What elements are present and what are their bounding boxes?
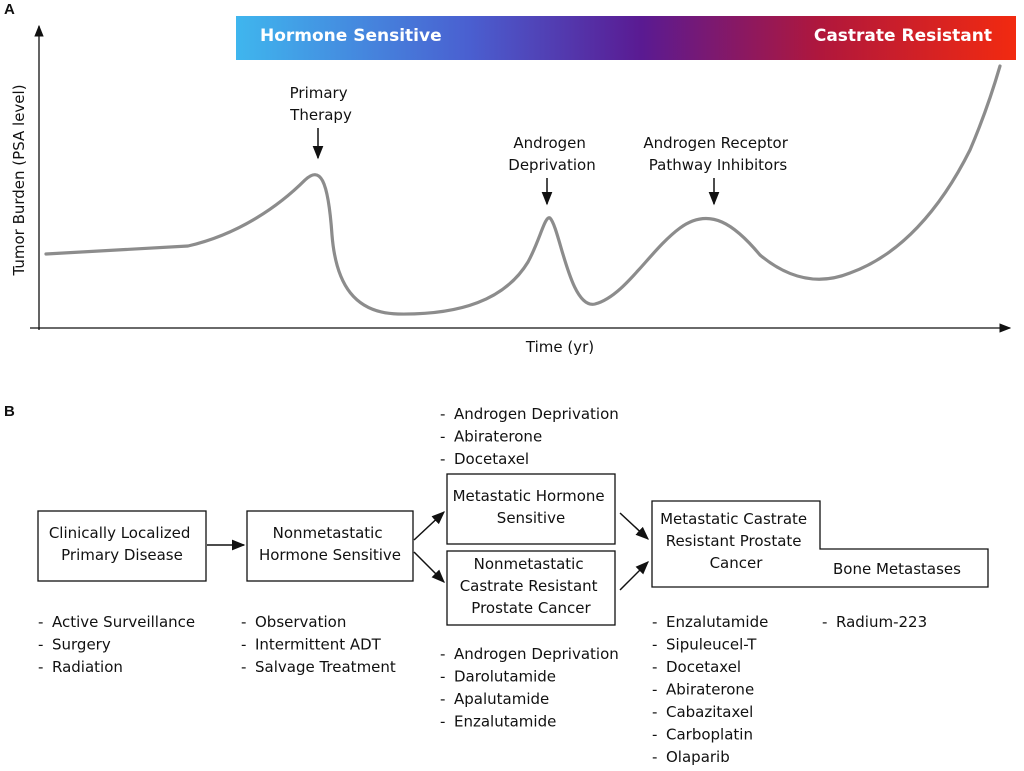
treatment-item: Observation [255, 613, 346, 631]
list-bullet: - [38, 658, 43, 676]
annotation-androgen-deprivation: Androgen Deprivation [508, 134, 595, 174]
list-bullet: - [652, 703, 657, 721]
treatment-list-localized: -Active Surveillance-Surgery-Radiation [38, 613, 195, 676]
list-bullet: - [440, 690, 445, 708]
list-bullet: - [241, 658, 246, 676]
box-line: Prostate Cancer [471, 599, 591, 617]
band-label-castrate-resistant: Castrate Resistant [814, 26, 992, 46]
arrow-met-hs-to-mcrpc [619, 512, 649, 540]
treatment-item: Surgery [52, 636, 111, 654]
box-metastatic-hormone-sensitive-label: Metastatic Hormone Sensitive [453, 487, 610, 527]
box-line: Clinically Localized [49, 524, 191, 542]
list-bullet: - [440, 668, 445, 686]
box-line: Nonmetastatic [273, 524, 383, 542]
box-line: Metastatic Hormone [453, 487, 605, 505]
box-metastatic-castrate-resistant [651, 500, 989, 588]
annotation-line: Pathway Inhibitors [649, 156, 788, 174]
list-bullet: - [652, 726, 657, 744]
annotation-line: Therapy [289, 106, 352, 124]
list-bullet: - [652, 636, 657, 654]
box-line: Nonmetastatic [474, 555, 584, 573]
treatment-item: Carboplatin [666, 726, 753, 744]
band-label-hormone-sensitive: Hormone Sensitive [260, 26, 442, 46]
treatment-item: Enzalutamide [666, 613, 768, 631]
box-nonmetastatic-castrate-resistant-label: Nonmetastatic Castrate Resistant Prostat… [460, 555, 603, 617]
treatment-item: Apalutamide [454, 690, 549, 708]
treatment-list-nmcrpc: -Androgen Deprivation-Darolutamide-Apalu… [440, 645, 619, 731]
box-metastatic-hormone-sensitive [446, 473, 616, 545]
box-line: Primary Disease [61, 546, 183, 564]
box-metastatic-castrate-resistant-label: Metastatic Castrate Resistant Prostate C… [660, 510, 812, 572]
treatment-item: Darolutamide [454, 668, 556, 686]
annotation-line: Deprivation [508, 156, 595, 174]
treatment-item: Salvage Treatment [255, 658, 396, 676]
treatment-item: Docetaxel [666, 658, 741, 676]
treatment-item: Intermittent ADT [255, 636, 382, 654]
y-axis-label: Tumor Burden (PSA level) [10, 84, 28, 276]
box-clinically-localized-label: Clinically Localized Primary Disease [49, 524, 195, 564]
arrow-nmcrpc-to-mcrpc [619, 561, 649, 591]
panel-b-label: B [4, 403, 15, 420]
list-bullet: - [38, 613, 43, 631]
box-line: Resistant Prostate [666, 532, 802, 550]
hormone-status-band [236, 16, 1016, 60]
treatment-item: Radiation [52, 658, 123, 676]
box-line: Cancer [710, 554, 764, 572]
list-bullet: - [241, 636, 246, 654]
list-bullet: - [241, 613, 246, 631]
list-bullet: - [652, 748, 657, 766]
list-bullet: - [440, 428, 445, 446]
list-bullet: - [652, 613, 657, 631]
annotation-line: Androgen Receptor [643, 134, 788, 152]
list-bullet: - [440, 713, 445, 731]
list-bullet: - [652, 658, 657, 676]
treatment-item: Abiraterone [666, 681, 754, 699]
panel-a-label: A [4, 1, 15, 18]
box-nonmetastatic-hormone-sensitive [246, 510, 414, 582]
annotation-line: Primary [290, 84, 348, 102]
list-bullet: - [822, 613, 827, 631]
box-clinically-localized [37, 510, 207, 582]
treatment-item: Androgen Deprivation [454, 645, 619, 663]
list-bullet: - [38, 636, 43, 654]
treatment-list-nonmetastatic-hs: -Observation-Intermittent ADT-Salvage Tr… [241, 613, 396, 676]
treatment-list-bone-metastases: -Radium-223 [822, 613, 927, 631]
annotation-ar-pathway-inhibitors: Androgen Receptor Pathway Inhibitors [643, 134, 792, 174]
treatment-item: Docetaxel [454, 450, 529, 468]
annotation-line: Androgen [513, 134, 586, 152]
treatment-item: Sipuleucel-T [666, 636, 757, 654]
treatment-list-metastatic-hs: -Androgen Deprivation-Abiraterone-Doceta… [440, 405, 619, 468]
list-bullet: - [440, 405, 445, 423]
treatment-item: Androgen Deprivation [454, 405, 619, 423]
x-axis-label: Time (yr) [525, 338, 594, 356]
box-line: Castrate Resistant [460, 577, 598, 595]
treatment-item: Olaparib [666, 748, 730, 766]
arrow-nonmet-to-met-hs [413, 511, 445, 541]
treatment-item: Active Surveillance [52, 613, 195, 631]
list-bullet: - [440, 450, 445, 468]
tumor-burden-curve [44, 64, 1002, 316]
list-bullet: - [652, 681, 657, 699]
arrow-nonmet-to-nmcrpc [413, 551, 445, 583]
box-line: Metastatic Castrate [660, 510, 807, 528]
box-bone-metastases-label: Bone Metastases [833, 560, 961, 578]
box-nonmetastatic-castrate-resistant [446, 550, 616, 626]
annotation-primary-therapy: Primary Therapy [289, 84, 352, 124]
treatment-item: Radium-223 [836, 613, 927, 631]
treatment-item: Abiraterone [454, 428, 542, 446]
treatment-item: Cabazitaxel [666, 703, 753, 721]
box-line: Hormone Sensitive [259, 546, 401, 564]
treatment-item: Enzalutamide [454, 713, 556, 731]
box-line: Sensitive [497, 509, 565, 527]
treatment-list-mcrpc: -Enzalutamide-Sipuleucel-T-Docetaxel-Abi… [652, 613, 768, 766]
box-nonmetastatic-hormone-sensitive-label: Nonmetastatic Hormone Sensitive [259, 524, 401, 564]
list-bullet: - [440, 645, 445, 663]
